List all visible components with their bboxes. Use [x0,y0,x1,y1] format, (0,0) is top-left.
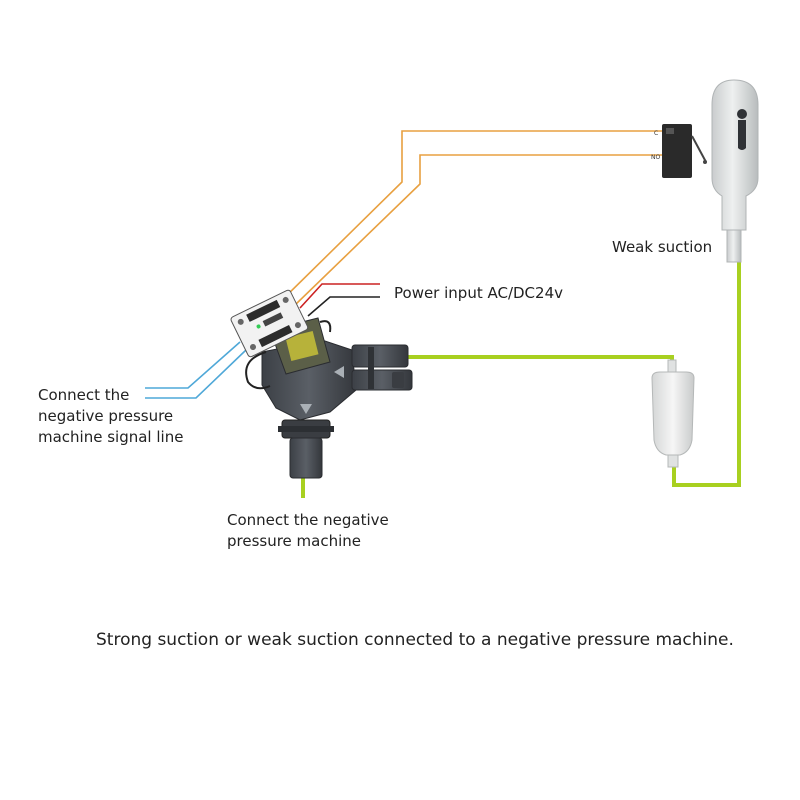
handle-button [737,109,747,119]
signal-line-label-line-1: Connect the [38,386,130,404]
coil-label [285,330,319,362]
orange-wire-upper [279,130,662,303]
blue-wire-upper [145,341,241,389]
tube-valve-to-filter [408,355,674,368]
negative-machine-label: Connect the negative pressure machine [227,510,389,552]
weak-suction-label: Weak suction [612,238,713,256]
handle-body [711,79,759,231]
negative-machine-label-line-1: Connect the negative [227,511,389,529]
handle-slot [738,120,746,150]
weak-suction-handle [711,79,759,263]
handle-nozzle [726,229,742,263]
signal-line-label: Connect the negative pressure machine si… [38,385,183,448]
negative-machine-label-line-2: pressure machine [227,532,362,550]
diagram-caption: Strong suction or weak suction connected… [96,630,734,650]
flow-arrow-icon [300,404,312,414]
black-wire [307,296,380,317]
valve-port-upper [351,344,409,368]
controller-board [230,289,309,358]
signal-line-label-line-2: negative pressure [38,407,174,425]
blue-wire-lower [145,349,247,399]
power-input-label: Power input AC/DC24v [394,284,563,302]
power-wires [299,283,380,317]
orange-signal-wires [279,130,662,306]
micro-switch: C NO [651,124,707,178]
solenoid-valve [230,289,413,479]
red-wire [299,283,380,309]
signal-line-label-line-3: machine signal line [38,428,184,446]
filter-body [651,371,695,456]
switch-body [662,124,692,178]
switch-terminal-c: C [654,130,658,137]
valve-outlet [289,437,323,479]
flow-arrow-side-icon [334,366,344,378]
tube-filter-to-handle [672,262,741,487]
orange-wire-lower [294,154,662,306]
blue-signal-wires [145,341,247,399]
inline-filter [651,359,695,468]
switch-terminal-no: NO [651,154,660,161]
